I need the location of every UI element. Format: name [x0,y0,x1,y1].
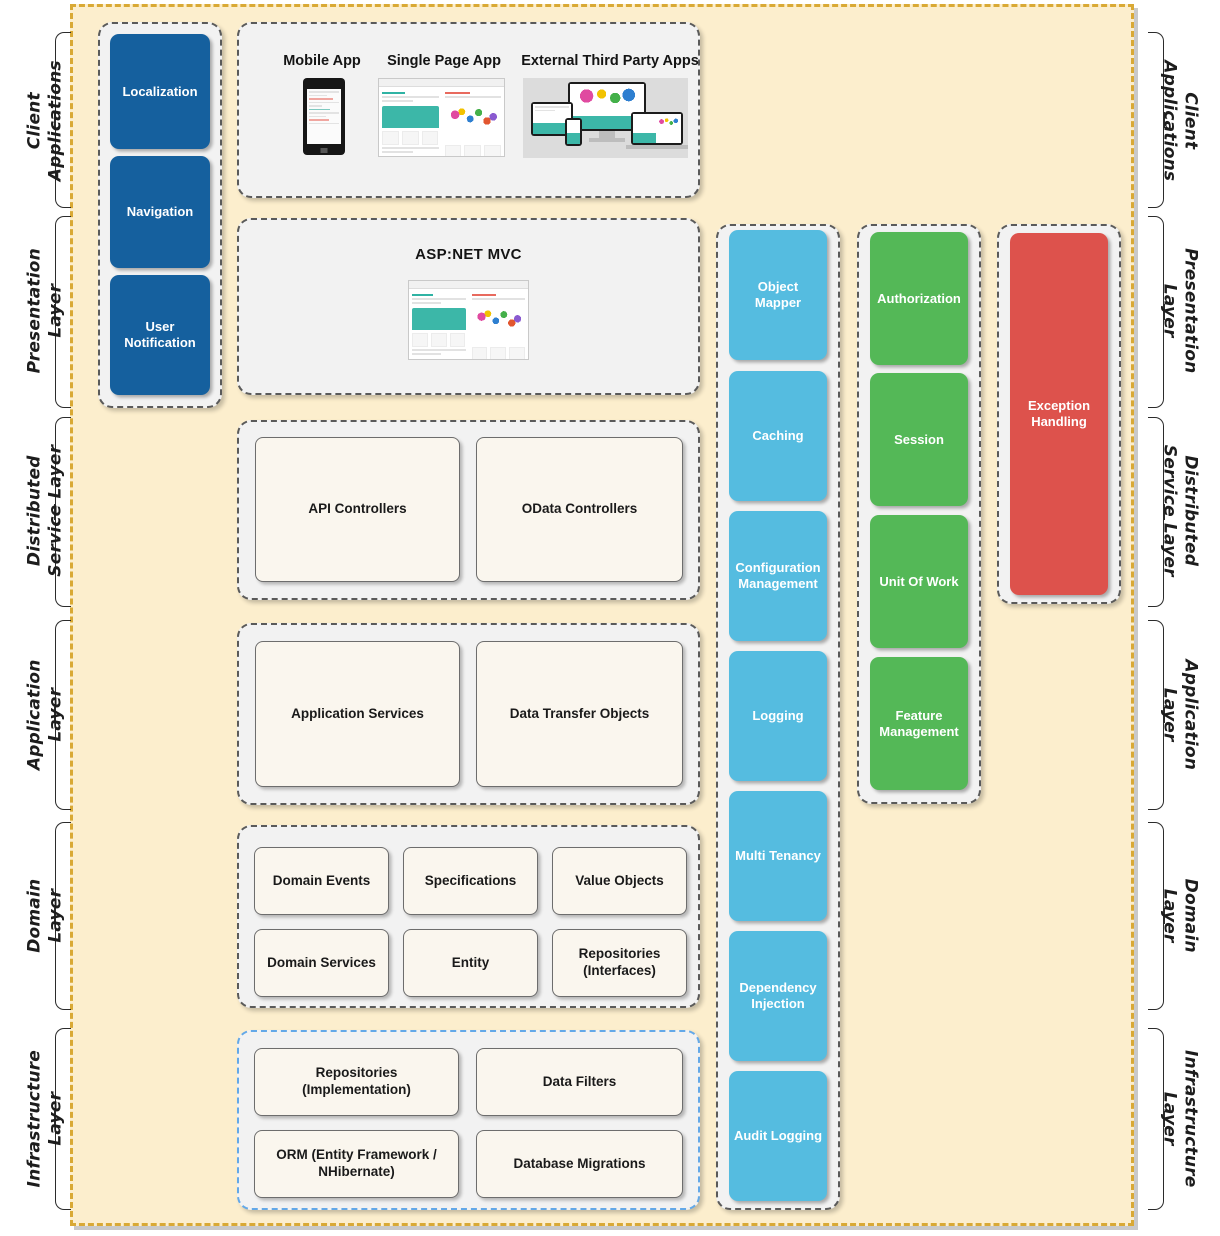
client-app-label-mobile: Mobile App [283,53,361,69]
card-repositories-interfaces[interactable]: Repositories (Interfaces) [552,929,687,997]
card-value-objects[interactable]: Value Objects [552,847,687,915]
tile-dependency-injection[interactable]: Dependency Injection [729,931,827,1061]
card-data-transfer-objects[interactable]: Data Transfer Objects [476,641,683,787]
aspnet-mvc-thumbnail [408,280,529,360]
client-app-label-third-party: External Third Party Apps [521,53,699,69]
left-bracket-presentation-layer [54,216,71,408]
card-database-migrations[interactable]: Database Migrations [476,1130,683,1198]
left-label-distributed-service-layer: Distributed Service Layer [24,444,65,577]
card-api-controllers[interactable]: API Controllers [255,437,460,582]
card-specifications[interactable]: Specifications [403,847,538,915]
right-label-client-applications: Client Applications [1160,60,1201,182]
client-app-label-spa: Single Page App [387,53,501,69]
card-data-filters[interactable]: Data Filters [476,1048,683,1116]
right-bracket-application-layer [1148,620,1165,810]
tile-navigation[interactable]: Navigation [110,156,210,268]
right-label-application-layer: Application Layer [1160,659,1201,771]
right-bracket-distributed-service-layer [1148,417,1165,607]
third-party-apps-thumbnail [523,78,688,158]
card-odata-controllers[interactable]: OData Controllers [476,437,683,582]
right-bracket-domain-layer [1148,822,1165,1010]
tile-session[interactable]: Session [870,373,968,506]
tile-object-mapper[interactable]: Object Mapper [729,230,827,360]
right-label-distributed-service-layer: Distributed Service Layer [1160,444,1201,577]
right-bracket-client-applications [1148,32,1165,208]
tile-authorization[interactable]: Authorization [870,232,968,365]
tile-localization[interactable]: Localization [110,34,210,149]
left-bracket-domain-layer [54,822,71,1010]
right-label-domain-layer: Domain Layer [1160,878,1201,953]
mobile-app-thumbnail [303,78,345,155]
card-repositories-implementation[interactable]: Repositories (Implementation) [254,1048,459,1116]
left-bracket-client-applications [54,32,71,208]
tile-configuration-management[interactable]: Configuration Management [729,511,827,641]
right-bracket-infrastructure-layer [1148,1028,1165,1210]
tile-feature-management[interactable]: Feature Management [870,657,968,790]
card-application-services[interactable]: Application Services [255,641,460,787]
tile-multi-tenancy[interactable]: Multi Tenancy [729,791,827,921]
aspnet-mvc-title: ASP:NET MVC [415,246,522,263]
card-domain-events[interactable]: Domain Events [254,847,389,915]
right-label-presentation-layer: Presentation Layer [1160,248,1201,374]
card-entity[interactable]: Entity [403,929,538,997]
left-label-presentation-layer: Presentation Layer [24,248,65,374]
single-page-app-thumbnail [378,78,505,157]
card-orm[interactable]: ORM (Entity Framework / NHibernate) [254,1130,459,1198]
card-domain-services[interactable]: Domain Services [254,929,389,997]
left-label-client-applications: Client Applications [24,60,65,182]
left-label-infrastructure-layer: Infrastructure Layer [24,1050,65,1188]
left-bracket-distributed-service-layer [54,417,71,607]
left-bracket-application-layer [54,620,71,810]
left-bracket-infrastructure-layer [54,1028,71,1210]
tile-logging[interactable]: Logging [729,651,827,781]
tile-exception-handling[interactable]: Exception Handling [1010,233,1108,595]
left-label-domain-layer: Domain Layer [24,878,65,953]
tile-caching[interactable]: Caching [729,371,827,501]
tile-unit-of-work[interactable]: Unit Of Work [870,515,968,648]
right-bracket-presentation-layer [1148,216,1165,408]
tile-user-notification[interactable]: User Notification [110,275,210,395]
right-label-infrastructure-layer: Infrastructure Layer [1160,1050,1201,1188]
left-label-application-layer: Application Layer [24,659,65,771]
tile-audit-logging[interactable]: Audit Logging [729,1071,827,1201]
